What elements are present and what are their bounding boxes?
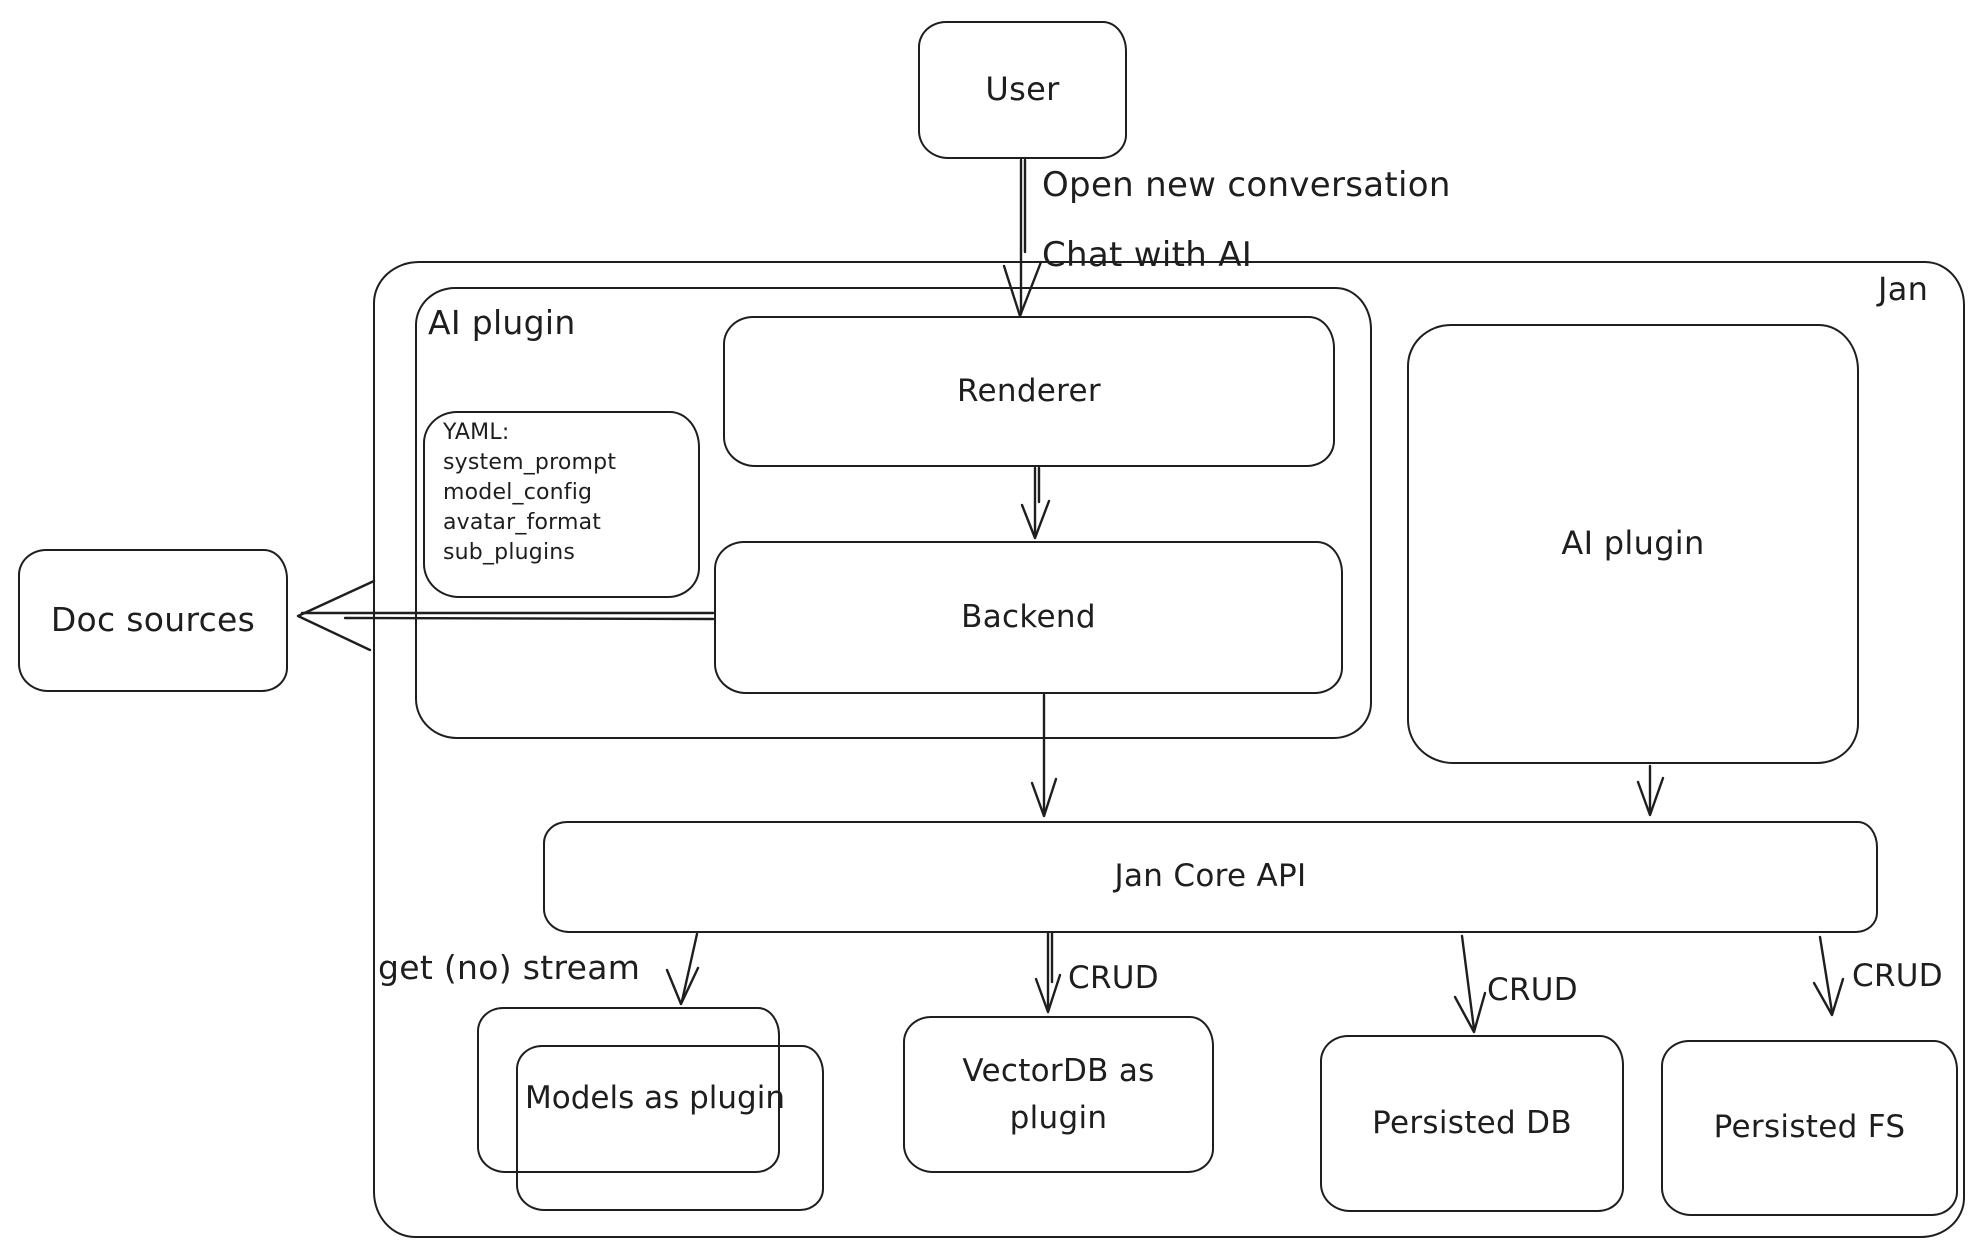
ai-plugin-group-label: AI plugin (428, 303, 576, 342)
ai-plugin-group-container (415, 287, 1372, 739)
node-ai-plugin-right: AI plugin (1407, 324, 1859, 764)
node-models-as-plugin-front (516, 1045, 824, 1211)
node-backend-label: Backend (961, 598, 1096, 635)
node-jan-core-api: Jan Core API (543, 821, 1878, 933)
node-persisted-fs: Persisted FS (1661, 1040, 1958, 1216)
node-user: User (918, 21, 1127, 159)
edge-label-get-no-stream: get (no) stream (378, 948, 641, 987)
node-backend: Backend (714, 541, 1343, 694)
jan-container-label: Jan (1878, 270, 1929, 308)
yaml-note-text: YAML: system_prompt model_config avatar_… (443, 418, 616, 568)
edge-label-crud-vectordb: CRUD (1068, 960, 1159, 996)
yaml-line-3: model_config (443, 480, 593, 505)
node-vectordb-as-plugin: VectorDB as plugin (903, 1016, 1214, 1173)
edge-label-chat-with-ai: Chat with AI (1042, 235, 1253, 275)
node-models-as-plugin-back (477, 1007, 780, 1173)
node-user-label: User (985, 70, 1060, 109)
yaml-line-4: avatar_format (443, 510, 602, 535)
node-renderer-label: Renderer (957, 372, 1101, 409)
edge-label-crud-persisted-db: CRUD (1487, 972, 1578, 1008)
node-models-as-plugin-label: Models as plugin (525, 1080, 785, 1116)
yaml-note-box (423, 411, 700, 598)
node-vectordb-as-plugin-label: VectorDB as plugin (962, 1053, 1155, 1136)
node-doc-sources: Doc sources (18, 549, 288, 692)
node-jan-core-api-label: Jan Core API (1114, 858, 1307, 895)
jan-container (373, 261, 1965, 1238)
yaml-line-1: YAML: (443, 420, 510, 445)
edge-label-open-conversation: Open new conversation (1042, 165, 1451, 205)
node-renderer: Renderer (723, 316, 1335, 467)
node-ai-plugin-right-label: AI plugin (1561, 524, 1705, 563)
node-doc-sources-label: Doc sources (50, 600, 256, 640)
node-persisted-db-label: Persisted DB (1372, 1104, 1572, 1141)
node-persisted-db: Persisted DB (1320, 1035, 1624, 1212)
node-persisted-fs-label: Persisted FS (1713, 1109, 1906, 1146)
yaml-line-5: sub_plugins (443, 540, 576, 565)
edge-label-crud-persisted-fs: CRUD (1852, 958, 1943, 994)
yaml-line-2: system_prompt (443, 450, 617, 475)
